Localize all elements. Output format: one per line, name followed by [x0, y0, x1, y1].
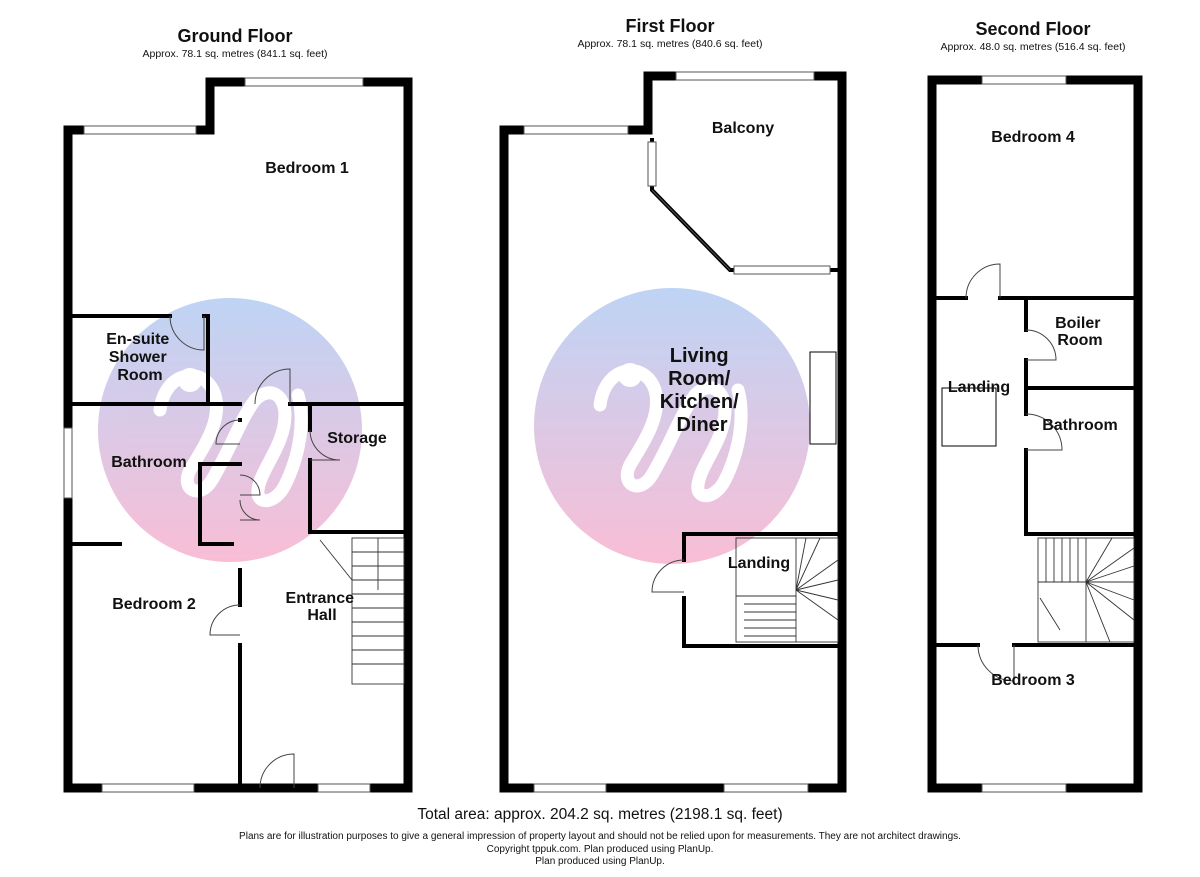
- second-floor-area: Approx. 48.0 sq. metres (516.4 sq. feet): [940, 41, 1125, 53]
- room-label-landing: Landing: [948, 379, 1010, 396]
- window: [651, 189, 731, 271]
- room-label-balcony: Balcony: [712, 120, 774, 137]
- room-label-landing: Landing: [728, 555, 790, 572]
- first-exterior-wall: [499, 71, 847, 793]
- door-swing: [259, 753, 295, 789]
- interior-wall: [308, 458, 410, 534]
- window: [981, 783, 1067, 793]
- window: [981, 75, 1067, 85]
- room-label-bedroom-1: Bedroom 1: [265, 160, 349, 177]
- door-swing: [239, 474, 261, 496]
- first-floor-title: First Floor: [626, 16, 715, 36]
- watermark-center: [534, 288, 810, 564]
- ground-exterior-wall: [63, 77, 413, 793]
- window: [101, 783, 195, 793]
- window: [83, 125, 197, 135]
- total-area: Total area: approx. 204.2 sq. metres (21…: [417, 806, 783, 823]
- room-label-bedroom-4: Bedroom 4: [991, 129, 1075, 146]
- staircase: [319, 537, 405, 685]
- room-label-boiler-room: Boiler Room: [1055, 315, 1105, 349]
- room-label-entrance-hall: Entrance Hall: [286, 590, 359, 624]
- room-label-bedroom-2: Bedroom 2: [112, 596, 196, 613]
- door-swing: [254, 368, 291, 405]
- disclaimer: Plans are for illustration purposes to g…: [239, 831, 961, 842]
- interior-wall: [1024, 448, 1136, 536]
- window: [317, 783, 371, 793]
- first-floor-area: Approx. 78.1 sq. metres (840.6 sq. feet): [577, 38, 762, 50]
- room-label-bathroom: Bathroom: [1042, 417, 1118, 434]
- room-label-storage: Storage: [327, 430, 387, 447]
- copyright: Copyright tppuk.com. Plan produced using…: [486, 844, 714, 855]
- door-swing: [651, 559, 685, 593]
- door-swing: [215, 419, 241, 445]
- window: [533, 783, 607, 793]
- door-swing: [209, 604, 241, 636]
- interior-wall: [202, 314, 210, 406]
- ground-floor-title: Ground Floor: [178, 26, 293, 46]
- staircase: [735, 537, 839, 643]
- window: [647, 141, 657, 187]
- room-label-bedroom-3: Bedroom 3: [991, 672, 1075, 689]
- room-label-living-room: Living Room/ Kitchen/ Diner: [660, 345, 744, 436]
- window: [733, 265, 831, 275]
- room-label-bathroom: Bathroom: [111, 454, 187, 471]
- door-swing: [309, 429, 341, 461]
- loft-hatch: [941, 387, 997, 447]
- door-swing: [977, 644, 1015, 682]
- window: [675, 71, 815, 81]
- fitted-unit: [809, 351, 837, 445]
- staircase: [1037, 537, 1135, 643]
- door-swing: [1025, 413, 1063, 451]
- window: [244, 77, 364, 87]
- second-floor-title: Second Floor: [975, 19, 1090, 39]
- interior-wall: [682, 596, 844, 648]
- door-swing: [1025, 329, 1057, 361]
- room-label-ensuite: En-suite Shower Room: [106, 331, 174, 384]
- interior-wall: [198, 462, 234, 546]
- first-floor-plan: Balcony Living Room/ Kitchen/ Diner Land…: [499, 71, 847, 793]
- door-swing: [239, 499, 261, 521]
- ground-floor-plan: Bedroom 1 En-suite Shower Room Bathroom …: [63, 77, 413, 793]
- interior-wall: [682, 532, 844, 562]
- window: [63, 427, 73, 499]
- second-exterior-wall: [927, 75, 1143, 793]
- door-swing: [965, 263, 1001, 299]
- balcony-wall: [650, 138, 840, 272]
- door-swing: [169, 315, 205, 351]
- window: [723, 783, 809, 793]
- produced-by: Plan produced using PlanUp.: [535, 856, 665, 867]
- window: [523, 125, 629, 135]
- ground-floor-area: Approx. 78.1 sq. metres (841.1 sq. feet): [142, 48, 327, 60]
- second-floor-plan: Bedroom 4 Boiler Room Landing Bathroom B…: [927, 75, 1143, 793]
